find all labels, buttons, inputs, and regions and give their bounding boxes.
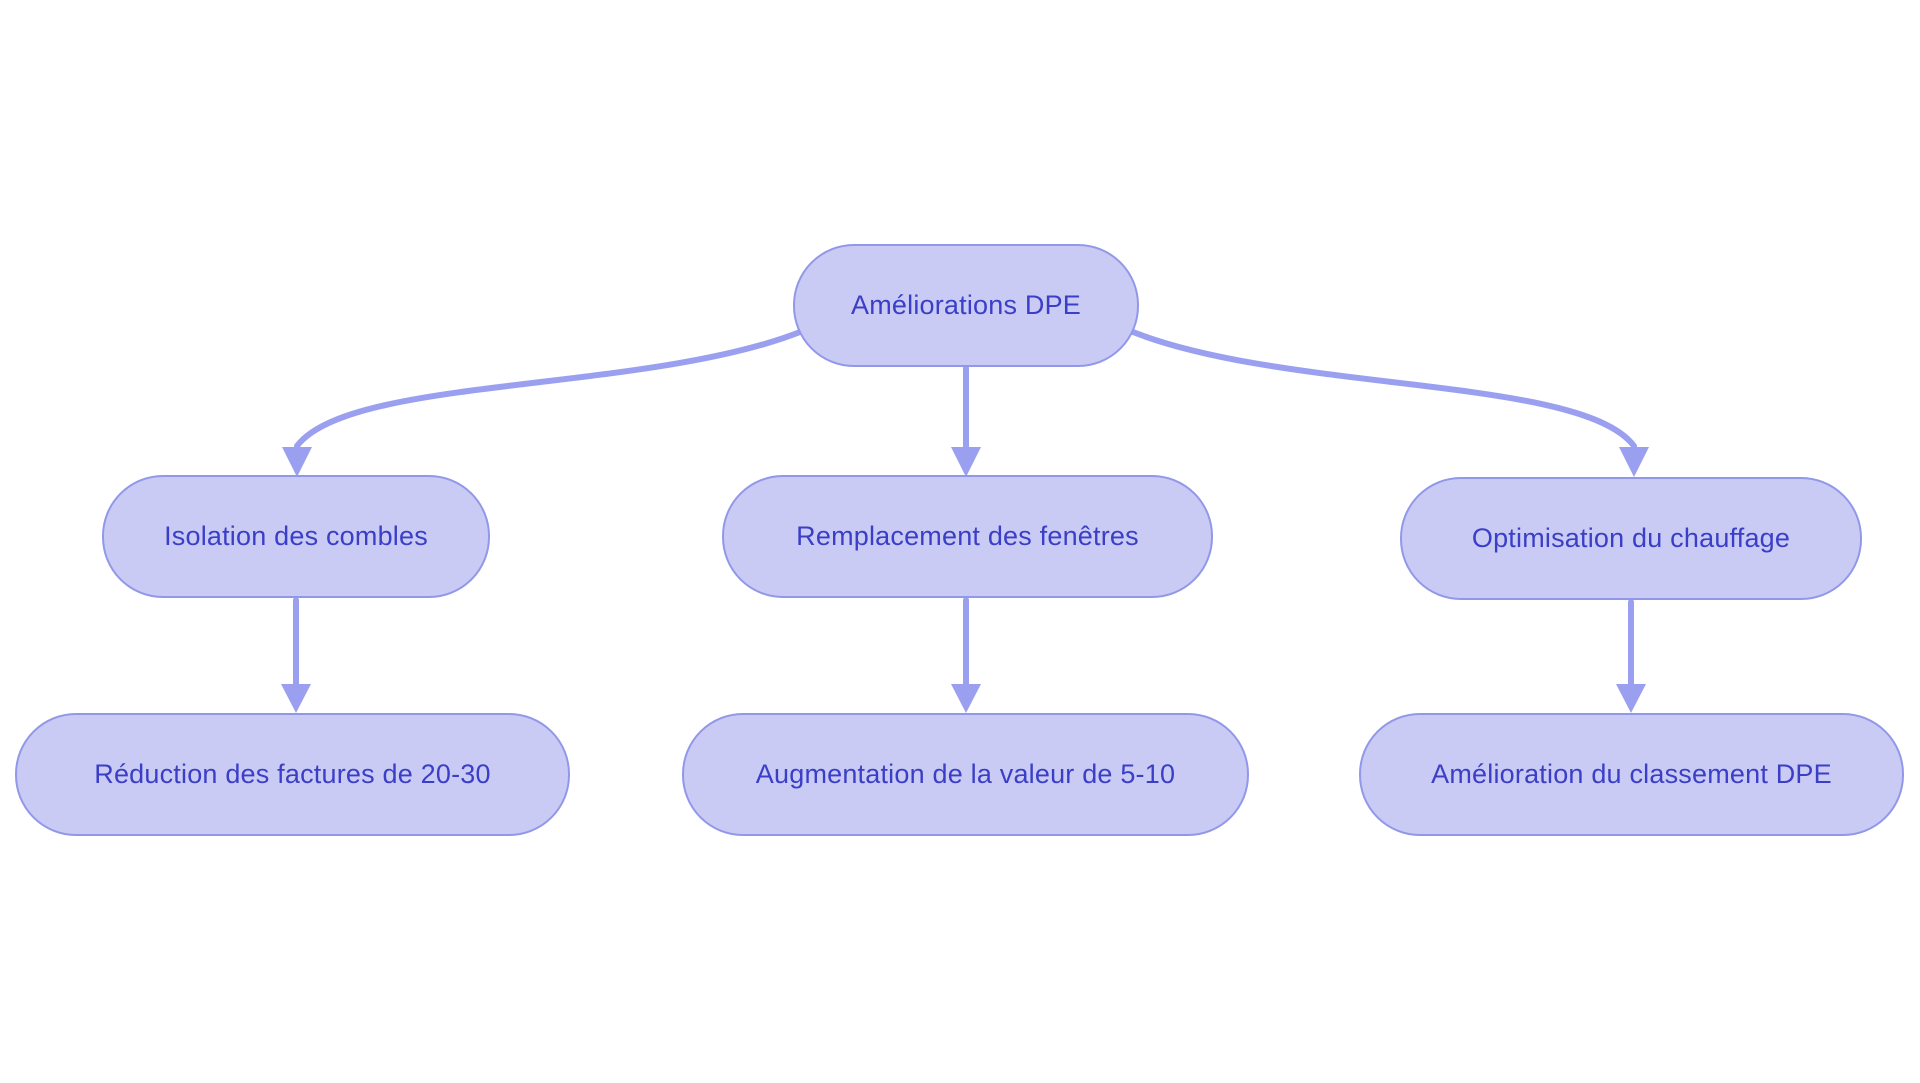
arrowhead-root-fenetres [951, 447, 981, 477]
node-label: Améliorations DPE [851, 290, 1081, 320]
node-label: Isolation des combles [164, 521, 428, 551]
node-label: Remplacement des fenêtres [796, 521, 1139, 551]
node-label: Amélioration du classement DPE [1431, 759, 1832, 789]
arrowhead-fenetres-valeur [951, 684, 981, 713]
node-remplacement-des-fenetres: Remplacement des fenêtres [722, 475, 1213, 598]
node-label: Réduction des factures de 20-30 [94, 759, 491, 789]
node-optimisation-du-chauffage: Optimisation du chauffage [1400, 477, 1862, 600]
arrowhead-root-chauffage [1619, 447, 1649, 477]
arrowhead-isolation-factures [281, 684, 311, 713]
edge-root-chauffage [1130, 329, 1637, 449]
node-ameliorations-dpe: Améliorations DPE [793, 244, 1139, 367]
node-isolation-des-combles: Isolation des combles [102, 475, 490, 598]
node-augmentation-de-la-valeur: Augmentation de la valeur de 5-10 [682, 713, 1249, 836]
arrowhead-chauffage-classement [1616, 684, 1646, 713]
node-reduction-des-factures: Réduction des factures de 20-30 [15, 713, 570, 836]
node-amelioration-du-classement: Amélioration du classement DPE [1359, 713, 1904, 836]
arrowhead-root-isolation [282, 447, 312, 477]
node-label: Augmentation de la valeur de 5-10 [755, 759, 1176, 789]
edge-root-isolation [294, 329, 803, 449]
node-label: Optimisation du chauffage [1471, 523, 1791, 553]
